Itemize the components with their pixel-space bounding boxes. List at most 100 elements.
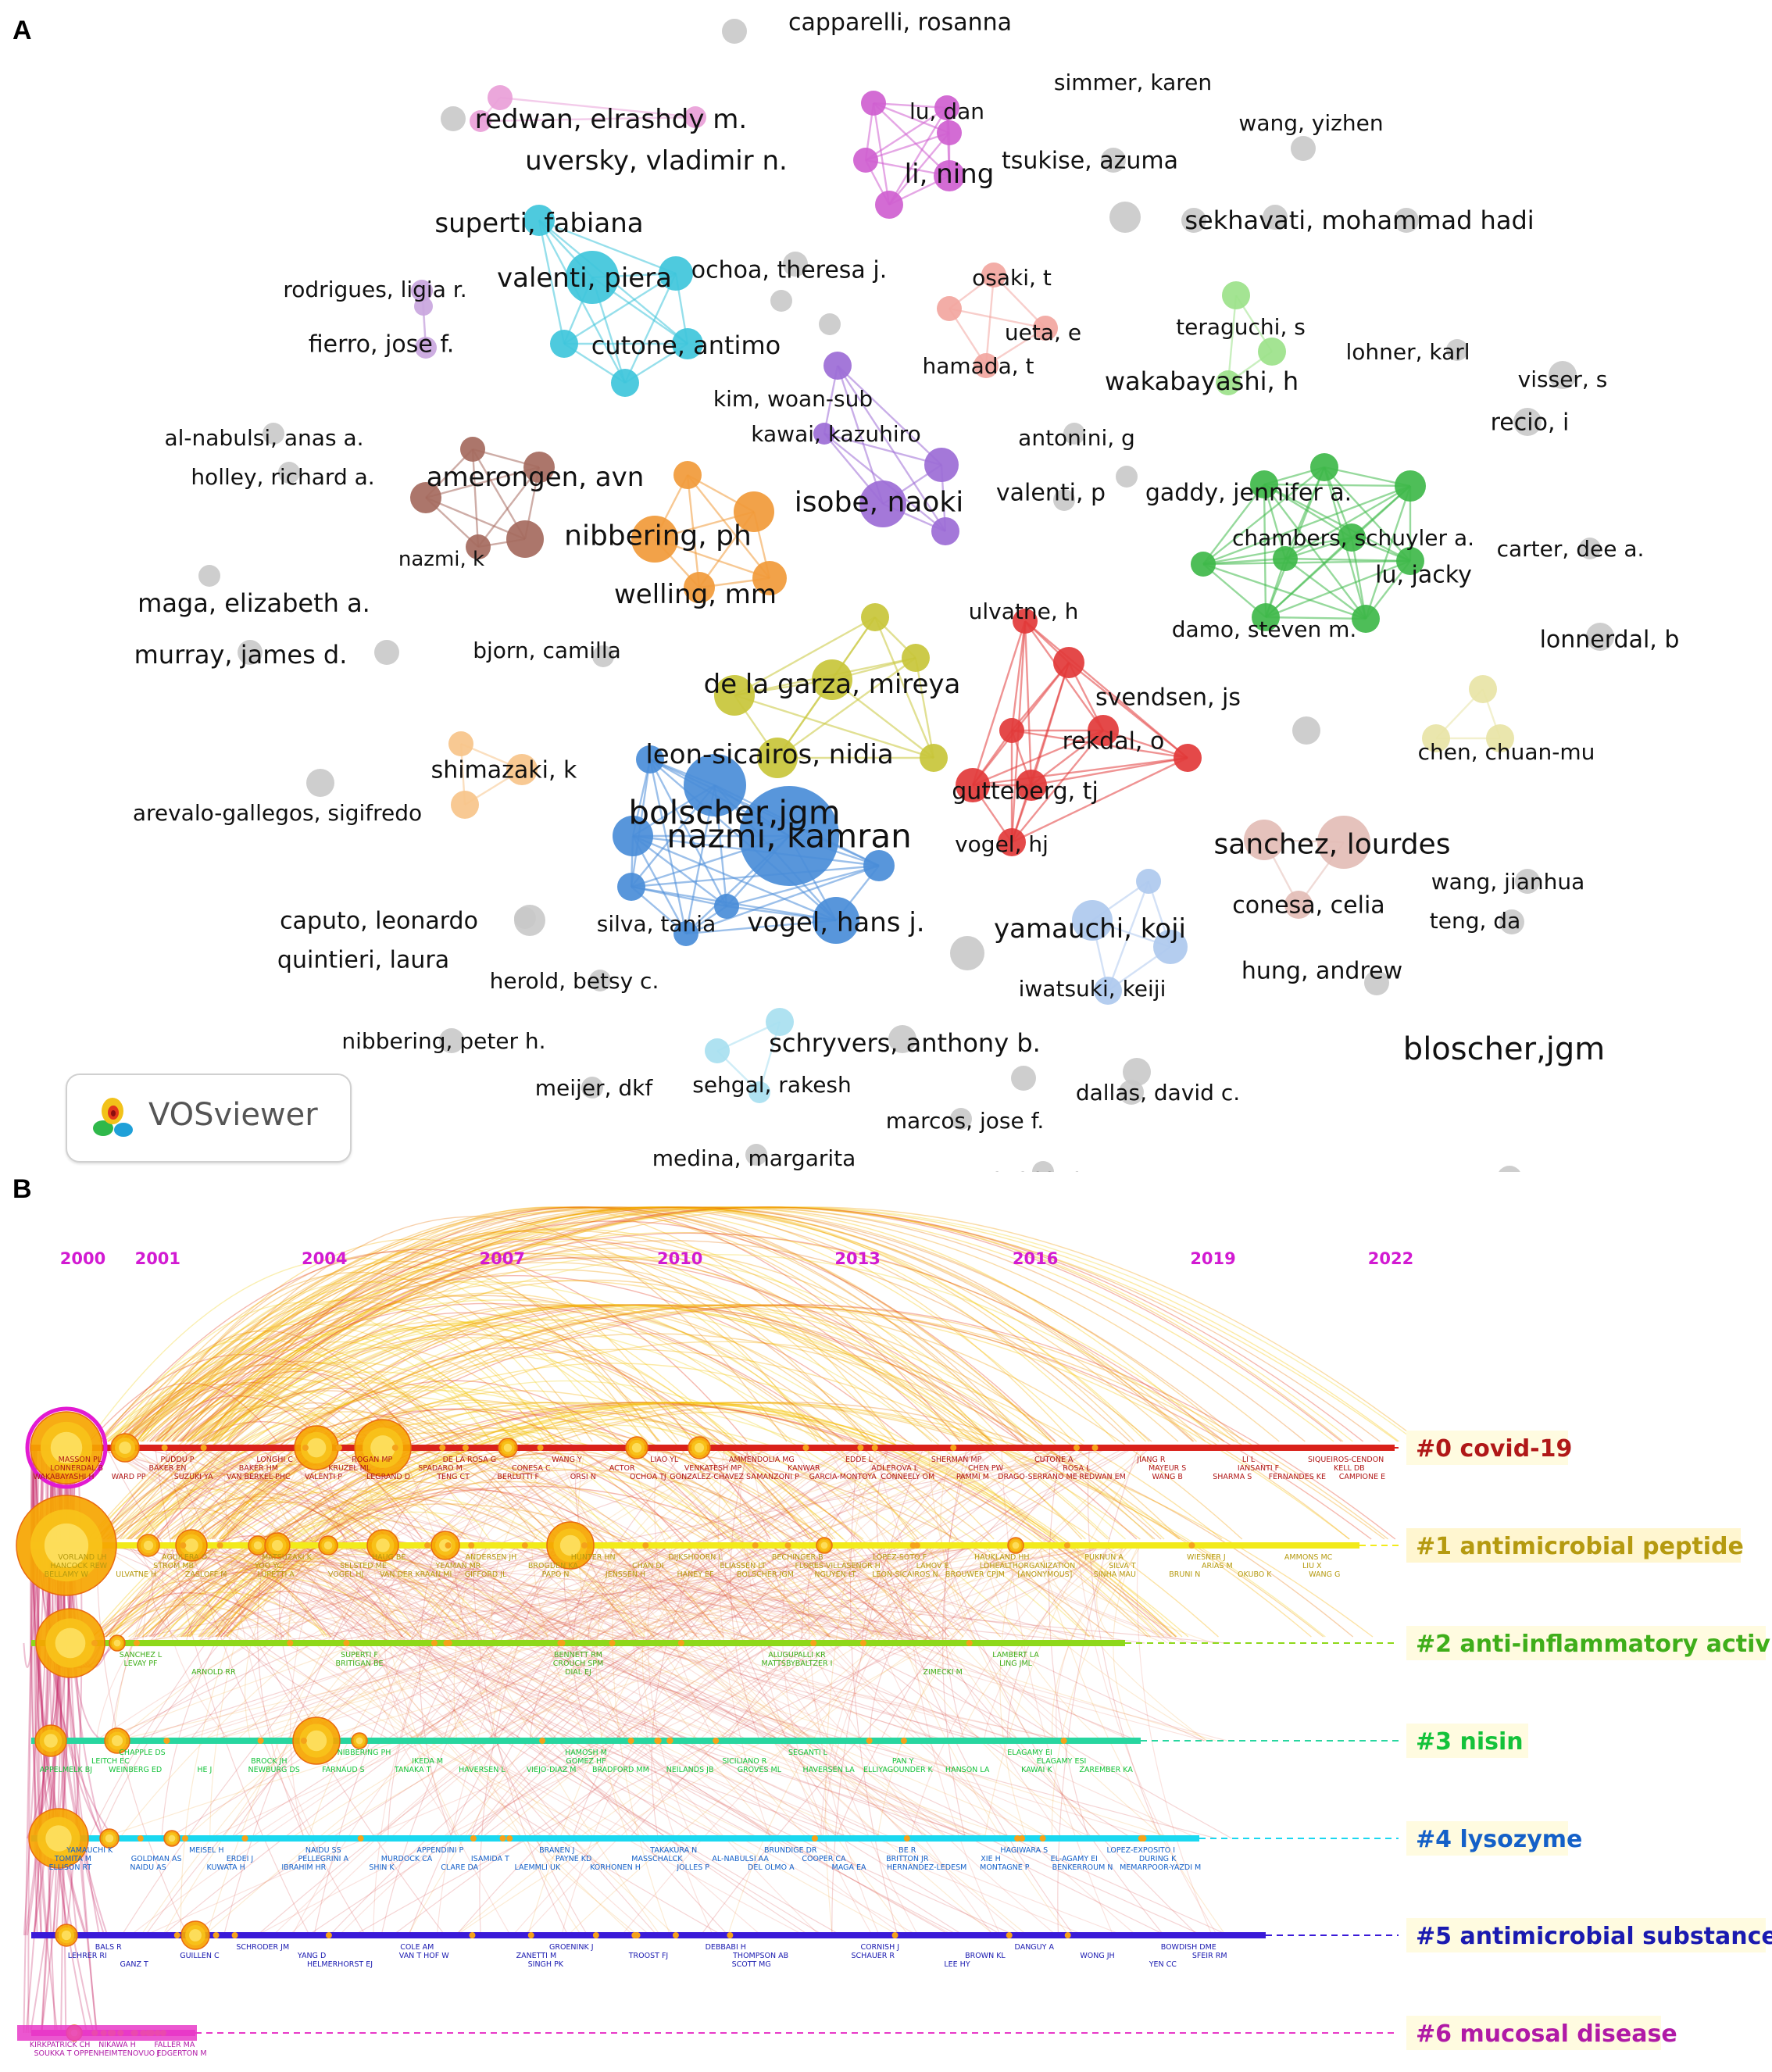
citation-link <box>188 1545 995 1839</box>
reference-author: BAKER EN <box>149 1464 187 1473</box>
isolated-author-node <box>819 313 841 335</box>
author-label: uversky, vladimir n. <box>525 145 788 177</box>
citation-link <box>850 1545 1037 1644</box>
citation-link <box>621 1447 1106 1936</box>
citation-link <box>827 1447 1082 1742</box>
reference-author: LUPETTI A <box>258 1570 295 1579</box>
reference-author: VAN T HOF W <box>399 1952 449 1960</box>
citation-arc <box>91 1592 284 1638</box>
reference-author: LING JML <box>999 1659 1033 1668</box>
citation-link <box>419 1545 453 1839</box>
reference-author: YAMAUCHI K <box>66 1846 113 1855</box>
citation-link <box>161 1545 274 1839</box>
author-node <box>659 256 693 291</box>
citation-arc <box>165 1395 349 1442</box>
citation-link <box>491 1447 1050 1742</box>
coauthor-link <box>685 864 880 935</box>
citation-arc <box>134 1304 1350 1540</box>
citation-link <box>189 1447 512 1742</box>
isolated-author-node <box>1101 148 1126 173</box>
reference-dot <box>357 1835 364 1842</box>
year-label: 2001 <box>135 1249 180 1268</box>
reference-author: VAN DER KRAAN MI <box>380 1570 452 1579</box>
reference-author: NEILANDS JB <box>666 1766 714 1774</box>
author-node <box>1250 470 1278 498</box>
citation-link <box>285 1447 762 1936</box>
citation-arc <box>108 1281 843 1442</box>
coauthor-link <box>1227 295 1238 384</box>
reference-dot <box>752 1542 759 1549</box>
citation-link <box>1001 1447 1114 1936</box>
reference-author: CORNISH J <box>860 1943 899 1952</box>
coauthor-link <box>1265 559 1411 619</box>
author-label: medina, margarita <box>652 1145 856 1171</box>
citation-arc <box>134 1577 412 1638</box>
citation-link <box>422 1545 645 1644</box>
reference-author: YOO YC <box>254 1562 283 1570</box>
citation-arc <box>146 1210 1006 1442</box>
citation-link <box>264 1447 997 1742</box>
citation-arc <box>137 1320 753 1540</box>
citation-link <box>530 1447 938 1742</box>
reference-author: KANWAR <box>788 1464 820 1473</box>
citation-burst-ring <box>25 1406 108 1489</box>
author-node <box>1284 891 1313 919</box>
reference-author: PELLEGRINI A <box>298 1855 348 1863</box>
citation-link <box>230 1545 507 1839</box>
author-label: gaddy, jennifer a. <box>1145 480 1352 507</box>
citation-arc <box>159 1206 1417 1442</box>
citation-arc <box>103 1368 484 1442</box>
reference-dot <box>439 1445 446 1451</box>
citation-arc <box>211 1243 869 1442</box>
citation-link <box>216 1545 679 1839</box>
citation-arc <box>140 1480 401 1540</box>
citation-link <box>273 1447 872 1936</box>
author-node <box>1174 744 1202 772</box>
citation-arc <box>160 1206 1400 1442</box>
reference-dot <box>257 1738 264 1744</box>
citation-link <box>901 1545 931 1644</box>
citation-link <box>468 1545 987 1644</box>
reference-author: SHARMA S <box>1213 1473 1252 1481</box>
citation-link <box>721 1447 994 1936</box>
coauthor-link <box>1284 558 1367 620</box>
citation-link <box>322 1447 511 1936</box>
citation-link <box>105 1447 899 1936</box>
citation-arc <box>95 1407 555 1540</box>
citation-arc <box>173 1304 1154 1540</box>
citation-arc <box>130 1381 363 1442</box>
citation-arc <box>97 1323 516 1442</box>
citation-arc <box>195 1256 992 1442</box>
reference-author: NAIDU AS <box>130 1863 166 1872</box>
citation-arc <box>226 1402 1165 1638</box>
reference-author: BALS R <box>95 1943 122 1952</box>
citation-arc <box>142 1419 1075 1638</box>
citation-arc <box>180 1206 1342 1442</box>
reference-dot <box>133 1640 140 1646</box>
reference-author: LIAO YL <box>650 1456 679 1464</box>
cluster-label: #5 antimicrobial substances <box>1416 1923 1772 1950</box>
reference-author: MATSUZAKI K <box>262 1553 313 1562</box>
citation-arc <box>116 1433 559 1540</box>
citation-link <box>277 1545 476 1644</box>
citation-link <box>646 1545 808 1644</box>
isolated-author-node <box>1515 869 1540 894</box>
citation-link <box>720 1545 854 1839</box>
coauthor-link <box>1011 730 1104 843</box>
author-node <box>861 603 889 631</box>
reference-author: SHERMAN MP <box>931 1456 982 1464</box>
reference-author: JENSSEN H <box>605 1570 645 1579</box>
reference-author: SICILIANO R <box>722 1757 766 1766</box>
reference-dot <box>1140 1835 1147 1842</box>
reference-author: CHAN DI <box>632 1562 664 1570</box>
author-label: vogel, hj <box>955 831 1049 857</box>
author-label: de la garza, mireya <box>704 669 961 700</box>
author-node <box>415 337 437 359</box>
reference-author: ZAREMBER KA <box>1079 1766 1133 1774</box>
citation-arc <box>221 1399 720 1540</box>
reference-author: BROWN KL <box>965 1952 1006 1960</box>
author-label: redwan, elrashdy m. <box>475 104 747 135</box>
citation-link <box>100 1447 806 1742</box>
citation-arc <box>98 1552 325 1638</box>
isolated-author-node <box>441 106 466 131</box>
